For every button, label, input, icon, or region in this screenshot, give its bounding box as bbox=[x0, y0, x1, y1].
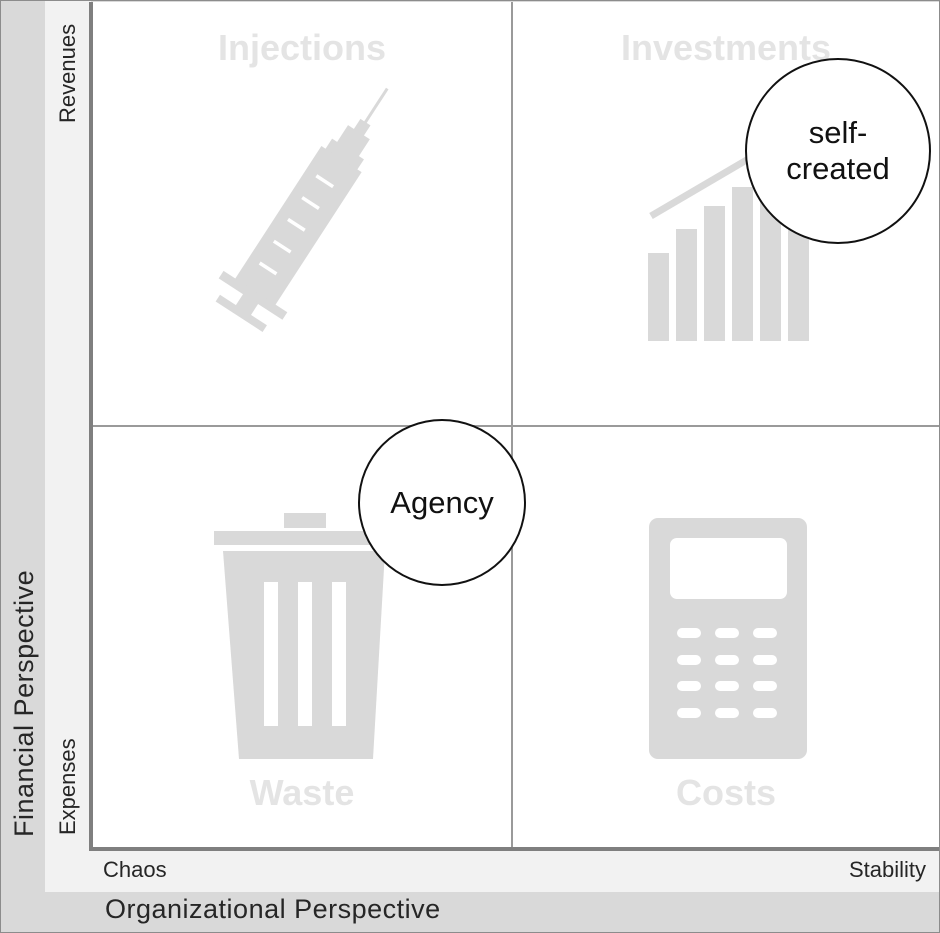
quadrant-title-injections: Injections bbox=[217, 27, 387, 68]
trash-can-icon bbox=[214, 513, 386, 759]
organizational-scale-band bbox=[45, 850, 939, 892]
y-axis-bottom-label: Expenses bbox=[55, 738, 80, 835]
y-axis-line bbox=[89, 2, 93, 851]
quadrant-title-costs: Costs bbox=[675, 772, 777, 813]
rising-bar-chart-icon bbox=[648, 137, 809, 341]
agency-bubble: Agency bbox=[358, 419, 526, 586]
x-axis-left-label: Chaos bbox=[103, 857, 167, 882]
x-axis-line bbox=[89, 847, 939, 851]
self-created-bubble: self- created bbox=[745, 58, 931, 244]
syringe-icon bbox=[215, 87, 389, 332]
quadrant-title-waste: Waste bbox=[249, 772, 355, 813]
horizontal-divider bbox=[91, 425, 939, 427]
agency-label: Agency bbox=[390, 484, 494, 520]
financial-scale-band bbox=[45, 1, 91, 893]
self-created-label-line2: created bbox=[786, 151, 890, 186]
y-axis-title: Financial Perspective bbox=[9, 569, 39, 837]
organizational-axis-band bbox=[1, 892, 939, 932]
x-axis-right-label: Stability bbox=[848, 857, 926, 882]
calculator-icon bbox=[649, 518, 807, 759]
self-created-label-line1: self- bbox=[808, 115, 868, 150]
y-axis-top-label: Revenues bbox=[55, 23, 80, 123]
financial-axis-band bbox=[1, 1, 45, 893]
x-axis-title: Organizational Perspective bbox=[105, 894, 441, 924]
quadrant-title-investments: Investments bbox=[620, 27, 832, 68]
